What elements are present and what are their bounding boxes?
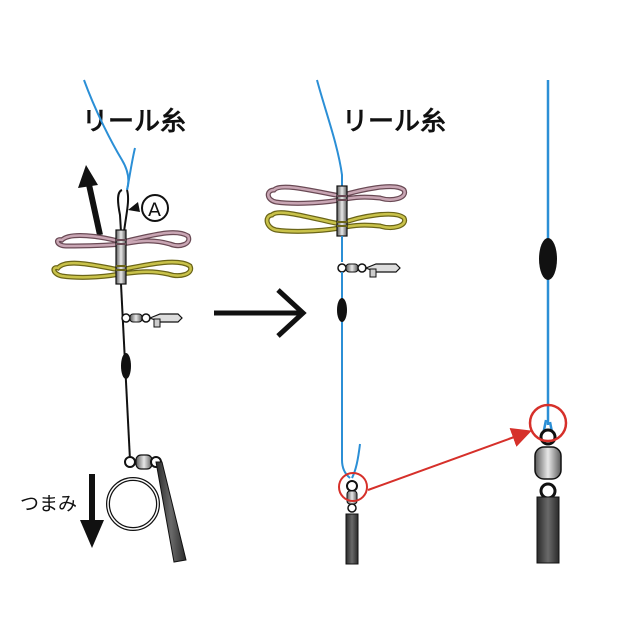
reel-line-mid (316, 79, 343, 195)
snap-swivel-left (121, 313, 183, 328)
pinch-label: つまみ (20, 493, 77, 515)
sinker-mid (337, 298, 347, 322)
reel-line-label-left: リール糸 (82, 107, 186, 137)
right-arrow-icon (214, 288, 307, 338)
main-line-mid (341, 272, 351, 479)
up-arrow-icon (78, 165, 103, 236)
reel-line-label-mid: リール糸 (342, 107, 446, 137)
rod-tip-right (536, 496, 560, 564)
swivel-mid (346, 490, 358, 505)
stopper-tube-left (115, 229, 127, 285)
line-loop (117, 189, 123, 233)
marker-a-icon: A (128, 194, 169, 222)
sinker-right (539, 238, 557, 280)
marker-a-label: A (148, 199, 161, 221)
middle-panel: リール糸 (264, 79, 446, 565)
down-arrow-icon (80, 474, 104, 548)
zoom-arrow (367, 428, 532, 491)
rod-tip-mid (345, 513, 359, 565)
right-panel (528, 80, 568, 564)
stopper-tube-mid (336, 185, 348, 237)
rod-tip-left (155, 461, 187, 563)
sinker-left (121, 353, 131, 379)
highlight-circle-mid (338, 472, 368, 502)
left-panel: リール糸 A (20, 79, 194, 563)
highlight-circle-right (528, 403, 568, 443)
swivel-right (534, 446, 562, 480)
snap-swivel-mid (337, 263, 401, 278)
